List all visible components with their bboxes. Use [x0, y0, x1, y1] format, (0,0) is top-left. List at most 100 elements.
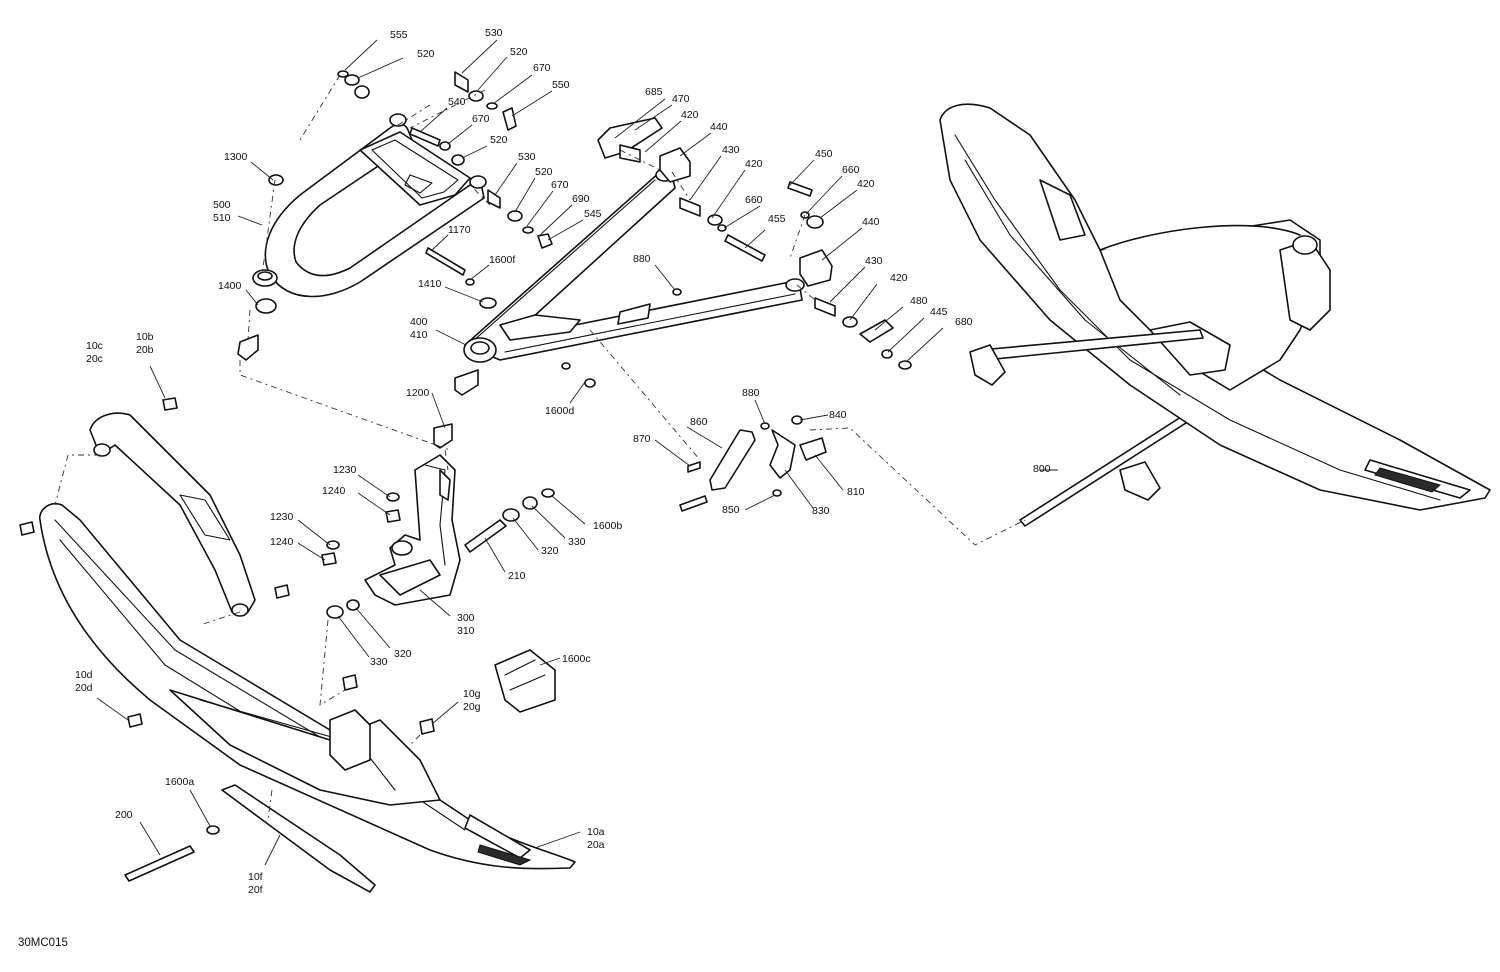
callout-number: 430: [865, 255, 883, 267]
callout-label: 1300: [224, 151, 248, 163]
callout-label: 540: [448, 96, 466, 108]
callout-number: 10a: [587, 826, 605, 838]
callout-label: 200: [115, 809, 133, 821]
callout-label: 1170: [448, 224, 471, 236]
callout-number: 670: [472, 113, 490, 125]
callout-label: 210: [508, 570, 526, 582]
callout-number: 420: [857, 178, 875, 190]
callout-label: 480: [910, 295, 928, 307]
callout-number: 10c: [86, 340, 103, 352]
callout-number: 20c: [86, 353, 103, 365]
callout-label: 330: [370, 656, 388, 668]
callout-label: 530: [518, 151, 536, 163]
callout-label: 320: [394, 648, 412, 660]
callout-label: 680: [955, 316, 973, 328]
callout-number: 310: [457, 625, 475, 637]
callout-label: 520: [490, 134, 508, 146]
callout-number: 320: [394, 648, 412, 660]
callout-number: 410: [410, 329, 428, 341]
callout-number: 860: [690, 416, 708, 428]
callout-label: 870: [633, 433, 651, 445]
callout-number: 1170: [448, 224, 471, 236]
callout-number: 1230: [270, 511, 294, 523]
callout-number: 870: [633, 433, 651, 445]
callout-number: 500: [213, 199, 231, 211]
callout-number: 480: [910, 295, 928, 307]
callout-number: 520: [510, 46, 528, 58]
callout-number: 200: [115, 809, 133, 821]
callout-label: 840: [829, 409, 847, 421]
steering-arm: [679, 415, 827, 512]
callout-number: 210: [508, 570, 526, 582]
callout-number: 420: [681, 109, 699, 121]
callout-label: 545: [584, 208, 602, 220]
callout-number: 1410: [418, 278, 442, 290]
callout-number: 530: [485, 27, 503, 39]
callout-label: 690: [572, 193, 590, 205]
callout-number: 690: [572, 193, 590, 205]
left-ski: [39, 502, 576, 870]
callout-number: 660: [745, 194, 763, 206]
callout-label: 440: [710, 121, 728, 133]
callout-label: 430: [722, 144, 740, 156]
callout-number: 20g: [463, 701, 481, 713]
callout-number: 520: [535, 166, 553, 178]
callout-label: 800: [1033, 463, 1051, 475]
wear-pad: [494, 649, 556, 713]
callout-number: 420: [890, 272, 908, 284]
callout-number: 420: [745, 158, 763, 170]
callout-number: 1600b: [593, 520, 622, 532]
callout-label: 660: [842, 164, 860, 176]
callout-label: 880: [742, 387, 760, 399]
lower-arm-hardware: [425, 117, 912, 449]
upper-arm-hardware: [237, 70, 553, 361]
callout-label: 1240: [270, 536, 294, 548]
callout-label: 420: [890, 272, 908, 284]
callout-label: 670: [472, 113, 490, 125]
upper-a-arm: [252, 113, 487, 298]
callout-label: 470: [672, 93, 690, 105]
callout-number: 680: [955, 316, 973, 328]
spindle-hardware: [321, 488, 555, 735]
callout-number: 10g: [463, 688, 481, 700]
assembly-lines: [54, 74, 1026, 821]
callout-label: 520: [535, 166, 553, 178]
callout-number: 10b: [136, 331, 154, 343]
callout-label: 1600c: [562, 653, 591, 665]
callout-number: 455: [768, 213, 786, 225]
callout-label: 1410: [418, 278, 442, 290]
callout-number: 330: [370, 656, 388, 668]
callout-number: 1230: [333, 464, 357, 476]
callout-number: 550: [552, 79, 570, 91]
callout-number: 1600d: [545, 405, 574, 417]
callout-label: 1230: [270, 511, 294, 523]
left-ski-hardware: [19, 397, 376, 893]
callout-number: 880: [633, 253, 651, 265]
callout-label: 685: [645, 86, 663, 98]
callout-number: 810: [847, 486, 865, 498]
callout-number: 20d: [75, 682, 93, 694]
callout-label: 520: [510, 46, 528, 58]
callout-number: 1300: [224, 151, 248, 163]
callout-label: 1240: [322, 485, 346, 497]
callout-number: 670: [533, 62, 551, 74]
callout-label: 670: [551, 179, 569, 191]
callout-label: 1600d: [545, 405, 574, 417]
callout-label: 455: [768, 213, 786, 225]
callout-number: 20a: [587, 839, 605, 851]
callout-number: 320: [541, 545, 559, 557]
callout-number: 800: [1033, 463, 1051, 475]
callout-number: 1240: [322, 485, 346, 497]
callout-label: 670: [533, 62, 551, 74]
callout-label: 830: [812, 505, 830, 517]
callout-label: 430: [865, 255, 883, 267]
spindle: [364, 454, 461, 606]
